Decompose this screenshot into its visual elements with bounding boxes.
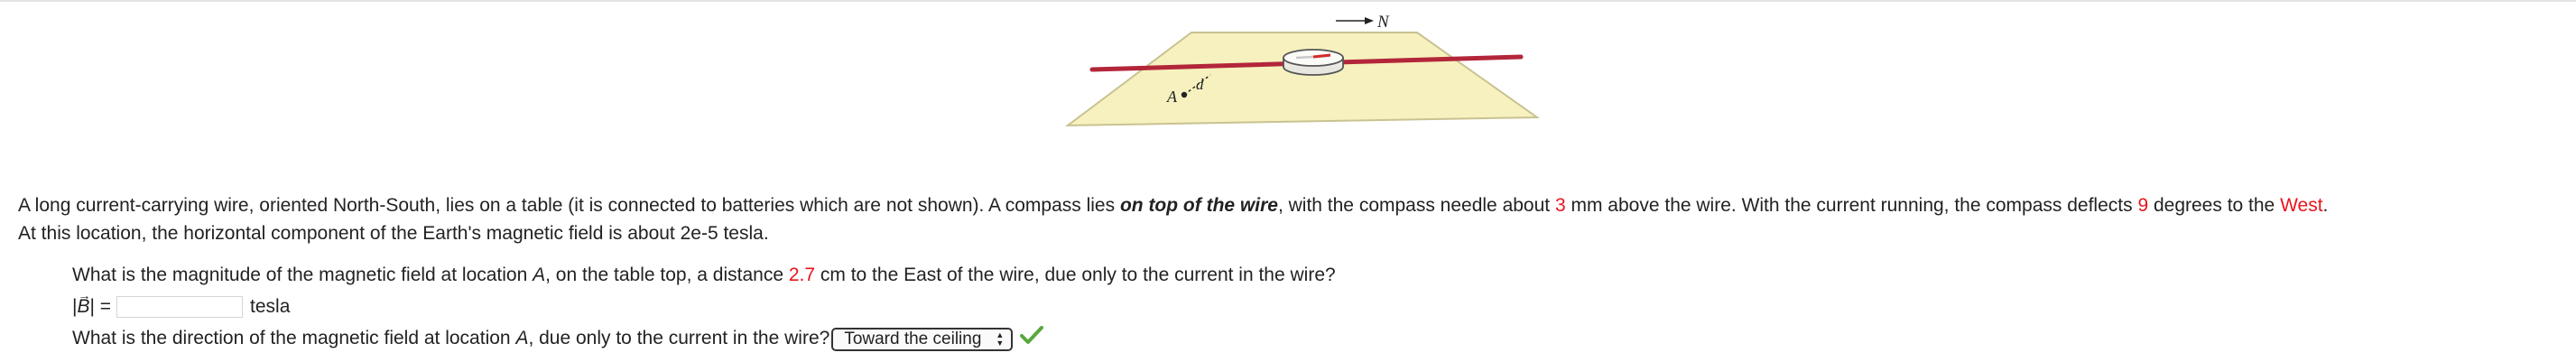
north-label: N — [1376, 13, 1390, 32]
direction-select[interactable]: Toward the ceiling ▲▼ — [831, 327, 1014, 351]
checkmark-icon — [1020, 325, 1044, 353]
magnitude-answer-input[interactable] — [116, 296, 244, 319]
magnitude-answer-row: |→B| = tesla — [72, 288, 291, 320]
top-divider — [0, 0, 2576, 2]
table-surface — [1064, 32, 1541, 127]
north-arrow-head — [1365, 17, 1374, 24]
location-label: A — [533, 265, 546, 285]
problem-line-2: At this location, the horizontal compone… — [18, 223, 769, 244]
vector-b-symbol: →B — [77, 288, 90, 320]
height-value: 3 — [1554, 195, 1566, 216]
abs-bar-close: | = — [89, 296, 112, 317]
problem-text: degrees to the — [2148, 195, 2281, 216]
question-text: , due only to the current in the wire? — [528, 328, 830, 349]
question-direction: What is the direction of the magnetic fi… — [72, 325, 1044, 353]
direction-select-value: Toward the ceiling — [844, 329, 982, 348]
point-a-dot — [1181, 91, 1188, 98]
select-arrows-icon: ▲▼ — [996, 330, 1005, 348]
question-text: What is the magnitude of the magnetic fi… — [72, 265, 533, 285]
question-text: , on the table top, a distance — [545, 265, 789, 285]
distance-line — [1183, 74, 1211, 96]
problem-emphasis: on top of the wire — [1119, 195, 1278, 216]
question-magnitude: What is the magnitude of the magnetic fi… — [72, 262, 1336, 289]
location-label: A — [515, 328, 529, 349]
question-text: cm to the East of the wire, due only to … — [815, 265, 1336, 285]
figure-svg: N A d — [1064, 13, 1541, 127]
deflection-value: 9 — [2137, 195, 2149, 216]
compass-needle — [1312, 53, 1331, 59]
wire-compass-figure: N A d — [1056, 5, 1561, 141]
vector-arrow: → — [78, 288, 91, 302]
distance-value: 2.7 — [788, 265, 816, 285]
compass — [1283, 49, 1344, 76]
vector-b-letter: B — [77, 296, 90, 317]
answer-unit: tesla — [250, 296, 291, 317]
problem-statement: A long current-carrying wire, oriented N… — [18, 191, 2563, 247]
distance-label: d — [1196, 76, 1204, 93]
problem-text: . — [2322, 195, 2329, 216]
abs-bar-open: | — [72, 296, 78, 317]
question-text: What is the direction of the magnetic fi… — [72, 328, 516, 349]
deflection-direction: West — [2280, 195, 2323, 216]
problem-text: , with the compass needle about — [1277, 195, 1555, 216]
problem-text: mm above the wire. With the current runn… — [1565, 195, 2138, 216]
point-a-label: A — [1166, 88, 1178, 106]
problem-text: A long current-carrying wire, oriented N… — [18, 195, 1120, 216]
